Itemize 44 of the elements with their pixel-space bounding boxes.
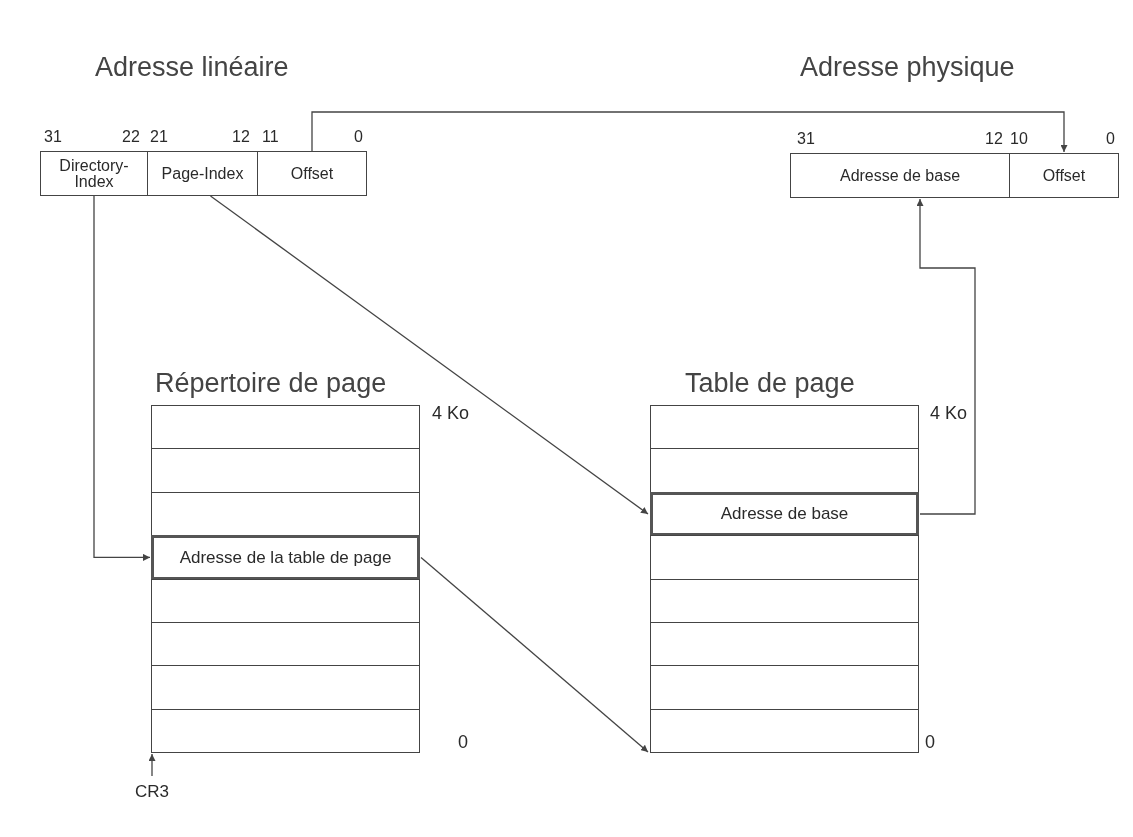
table-entry: Adresse de base — [650, 491, 919, 537]
bit-field: Page-Index — [147, 151, 258, 196]
size-label: 4 Ko — [930, 403, 968, 424]
bit-number: 31 — [797, 130, 815, 148]
table-row — [151, 405, 420, 450]
table-row — [650, 622, 919, 667]
table-row — [151, 665, 420, 710]
size-label: 0 — [458, 732, 468, 753]
table-row — [650, 578, 919, 623]
bit-number: 12 — [985, 130, 1003, 148]
arrow — [148, 753, 156, 777]
bit-field: Adresse de base — [790, 153, 1010, 198]
table-row — [151, 708, 420, 754]
heading: Répertoire de page — [155, 368, 387, 399]
arrow — [209, 195, 649, 515]
bit-number: 10 — [1010, 130, 1028, 148]
bit-number: 0 — [1106, 130, 1115, 148]
arrow — [93, 195, 151, 561]
table-row — [650, 405, 919, 450]
bit-field: Offset — [257, 151, 367, 196]
table-row — [650, 708, 919, 754]
bit-number: 31 — [44, 128, 62, 146]
bit-number: 22 — [122, 128, 140, 146]
bit-number: 21 — [150, 128, 168, 146]
size-label: 0 — [925, 732, 935, 753]
heading: Adresse linéaire — [95, 52, 289, 83]
arrow — [420, 556, 649, 753]
size-label: 4 Ko — [432, 403, 470, 424]
register-label: CR3 — [130, 776, 174, 806]
table-row — [151, 448, 420, 493]
table-row — [151, 578, 420, 623]
bit-number: 11 — [262, 128, 279, 146]
table-row — [650, 665, 919, 710]
bit-field: Directory-Index — [40, 151, 148, 196]
table-row — [151, 622, 420, 667]
arrow — [311, 111, 1068, 153]
bit-number: 12 — [232, 128, 250, 146]
bit-field: Offset — [1009, 153, 1119, 198]
arrow — [916, 198, 976, 515]
heading: Adresse physique — [800, 52, 1015, 83]
table-entry: Adresse de la table de page — [151, 535, 420, 580]
bit-number: 0 — [354, 128, 363, 146]
heading: Table de page — [685, 368, 855, 399]
table-row — [650, 535, 919, 580]
